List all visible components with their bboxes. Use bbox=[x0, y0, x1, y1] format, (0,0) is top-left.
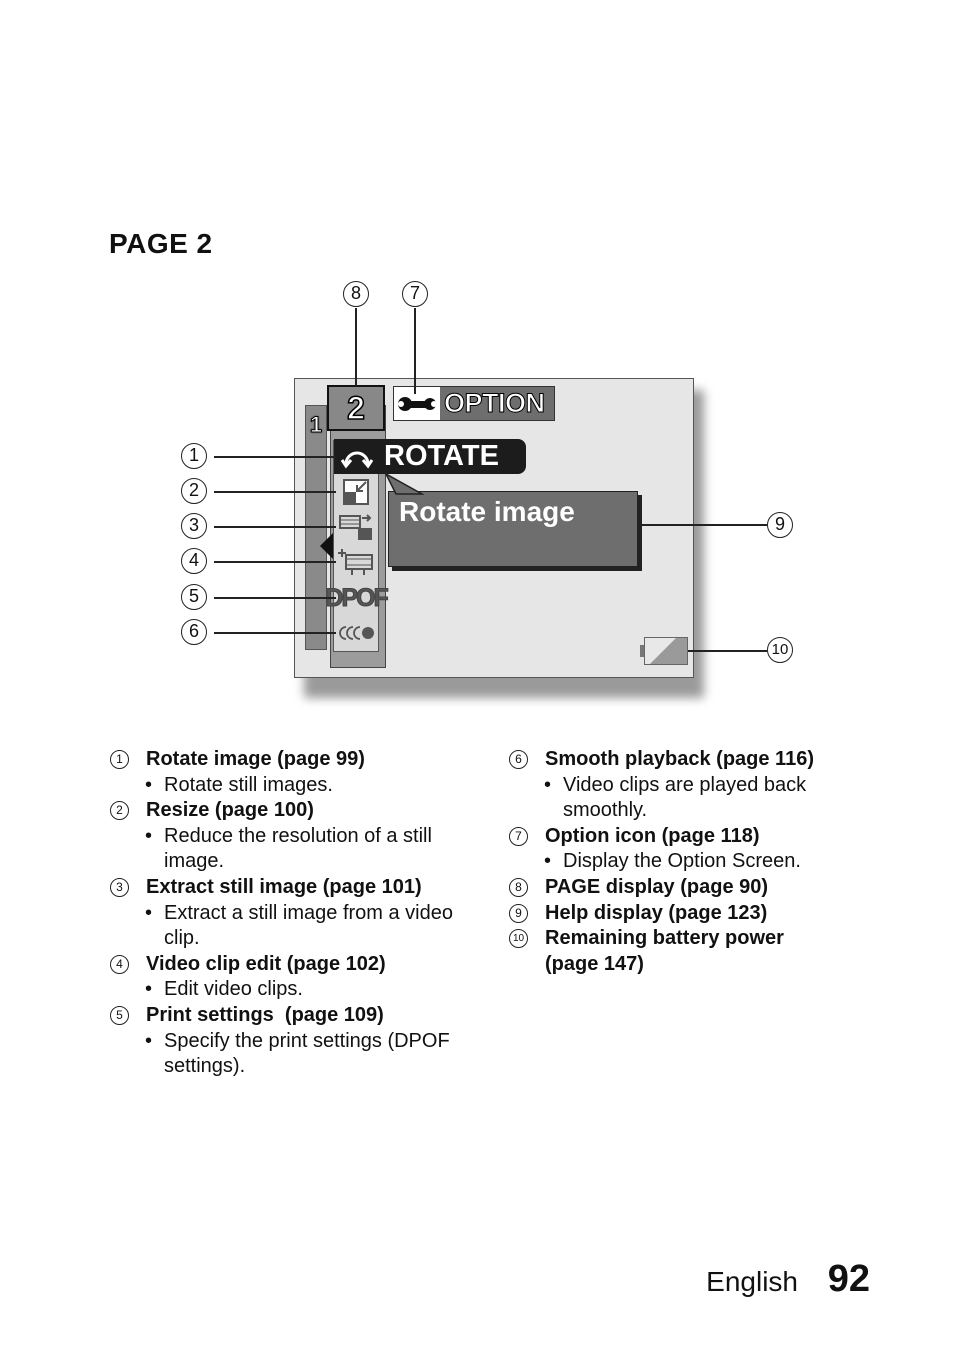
list-item: 2 Resize (page 100) •Reduce the resoluti… bbox=[110, 798, 490, 875]
callout-5: 5 bbox=[181, 584, 207, 610]
list-item: 9 Help display (page 123) bbox=[509, 901, 854, 927]
extract-still-icon bbox=[337, 511, 375, 543]
list-item: 6 Smooth playback (page 116) •Video clip… bbox=[509, 747, 854, 824]
rotate-label: ROTATE bbox=[384, 440, 499, 472]
item-number: 7 bbox=[509, 826, 528, 846]
item-number: 5 bbox=[110, 1005, 129, 1025]
video-edit-icon bbox=[337, 546, 375, 578]
description-left-column: 1 Rotate image (page 99) •Rotate still i… bbox=[110, 747, 490, 1080]
leader-3 bbox=[214, 526, 336, 528]
left-arrow-icon bbox=[320, 533, 333, 559]
leader-8 bbox=[355, 308, 357, 386]
bullet-text: Edit video clips. bbox=[164, 978, 303, 1001]
item-bullet: •Edit video clips. bbox=[145, 978, 303, 1001]
leader-5 bbox=[214, 597, 336, 599]
item-title: Smooth playback (page 116) bbox=[545, 748, 814, 770]
rotate-bar: ROTATE bbox=[334, 439, 526, 474]
callout-10: 10 bbox=[767, 637, 793, 663]
menu-icon-column bbox=[333, 440, 379, 652]
option-bar: OPTION bbox=[393, 386, 555, 421]
option-label: OPTION bbox=[444, 388, 546, 419]
page-number: 92 bbox=[827, 1258, 870, 1300]
leader-9 bbox=[637, 524, 767, 526]
smooth-playback-icon bbox=[337, 617, 375, 649]
item-title: PAGE display (page 90) bbox=[545, 875, 769, 898]
callout-9: 9 bbox=[767, 512, 793, 538]
item-bullet: •Reduce the resolution of a still image. bbox=[145, 824, 432, 873]
item-number: 10 bbox=[509, 929, 528, 949]
page-tab-1-label: 1 bbox=[309, 412, 323, 438]
item-title: Help display (page 123) bbox=[545, 901, 768, 924]
item-title: Video clip edit (page 102) bbox=[146, 952, 386, 975]
leader-2 bbox=[214, 491, 336, 493]
callout-1: 1 bbox=[181, 443, 207, 469]
help-text: Rotate image bbox=[399, 496, 575, 527]
item-title: Option icon (page 118) bbox=[545, 824, 760, 847]
leader-10 bbox=[688, 650, 767, 652]
leader-1 bbox=[214, 456, 336, 458]
page-display-label: 2 bbox=[346, 389, 365, 427]
callout-8: 8 bbox=[343, 281, 369, 307]
item-bullet: •Video clips are played back smoothly. bbox=[544, 773, 807, 822]
leader-7 bbox=[414, 308, 416, 394]
page-display: 2 bbox=[327, 385, 385, 431]
leader-6 bbox=[214, 632, 336, 634]
bullet-text: Specify the print settings (DPOF setting… bbox=[164, 1029, 450, 1078]
list-item: 8 PAGE display (page 90) bbox=[509, 875, 854, 901]
item-number: 8 bbox=[509, 877, 528, 897]
bullet-text: Extract a still image from a video clip. bbox=[164, 901, 453, 950]
callout-3: 3 bbox=[181, 513, 207, 539]
list-item: 5 Print settings (page 109) •Specify the… bbox=[110, 1003, 490, 1080]
bullet-text: Rotate still images. bbox=[164, 773, 333, 796]
item-number: 6 bbox=[509, 750, 528, 769]
dpof-icon: DPOF bbox=[325, 583, 389, 612]
page-heading: PAGE 2 bbox=[109, 228, 213, 259]
item-number: 1 bbox=[110, 750, 129, 769]
footer-language: English bbox=[706, 1266, 798, 1297]
callout-4: 4 bbox=[181, 548, 207, 574]
callout-7: 7 bbox=[402, 281, 428, 307]
list-item: 10 Remaining battery power (page 147) bbox=[509, 926, 854, 977]
list-item: 3 Extract still image (page 101) •Extrac… bbox=[110, 875, 490, 952]
bullet-text: Video clips are played back smoothly. bbox=[563, 773, 807, 822]
item-number: 3 bbox=[110, 877, 129, 897]
list-item: 1 Rotate image (page 99) •Rotate still i… bbox=[110, 747, 490, 798]
item-bullet: •Display the Option Screen. bbox=[544, 850, 801, 873]
item-title: Resize (page 100) bbox=[146, 799, 314, 822]
callout-6: 6 bbox=[181, 619, 207, 645]
item-bullet: •Rotate still images. bbox=[145, 773, 333, 796]
rotate-icon bbox=[340, 442, 374, 472]
item-title: Extract still image (page 101) bbox=[146, 875, 422, 898]
item-number: 4 bbox=[110, 954, 129, 974]
item-title: Remaining battery power (page 147) bbox=[545, 927, 784, 975]
item-number: 9 bbox=[509, 903, 528, 923]
battery-tip bbox=[640, 645, 645, 657]
bullet-text: Reduce the resolution of a still image. bbox=[164, 824, 432, 873]
help-display: Rotate image bbox=[388, 491, 638, 567]
item-title: Print settings (page 109) bbox=[146, 1003, 384, 1026]
help-pointer bbox=[384, 472, 424, 495]
list-item: 4 Video clip edit (page 102) •Edit video… bbox=[110, 952, 490, 1003]
list-item: 7 Option icon (page 118) •Display the Op… bbox=[509, 824, 854, 875]
item-title: Rotate image (page 99) bbox=[146, 748, 365, 770]
wrench-icon bbox=[394, 387, 440, 420]
description-right-column: 6 Smooth playback (page 116) •Video clip… bbox=[509, 747, 854, 977]
leader-4 bbox=[214, 561, 336, 563]
page-tab-1: 1 bbox=[305, 405, 327, 650]
callout-2: 2 bbox=[181, 478, 207, 504]
item-bullet: •Extract a still image from a video clip… bbox=[145, 901, 453, 950]
item-number: 2 bbox=[110, 801, 129, 821]
battery-icon bbox=[644, 637, 688, 665]
item-bullet: •Specify the print settings (DPOF settin… bbox=[145, 1029, 450, 1078]
resize-icon bbox=[337, 476, 375, 508]
bullet-text: Display the Option Screen. bbox=[563, 850, 801, 873]
